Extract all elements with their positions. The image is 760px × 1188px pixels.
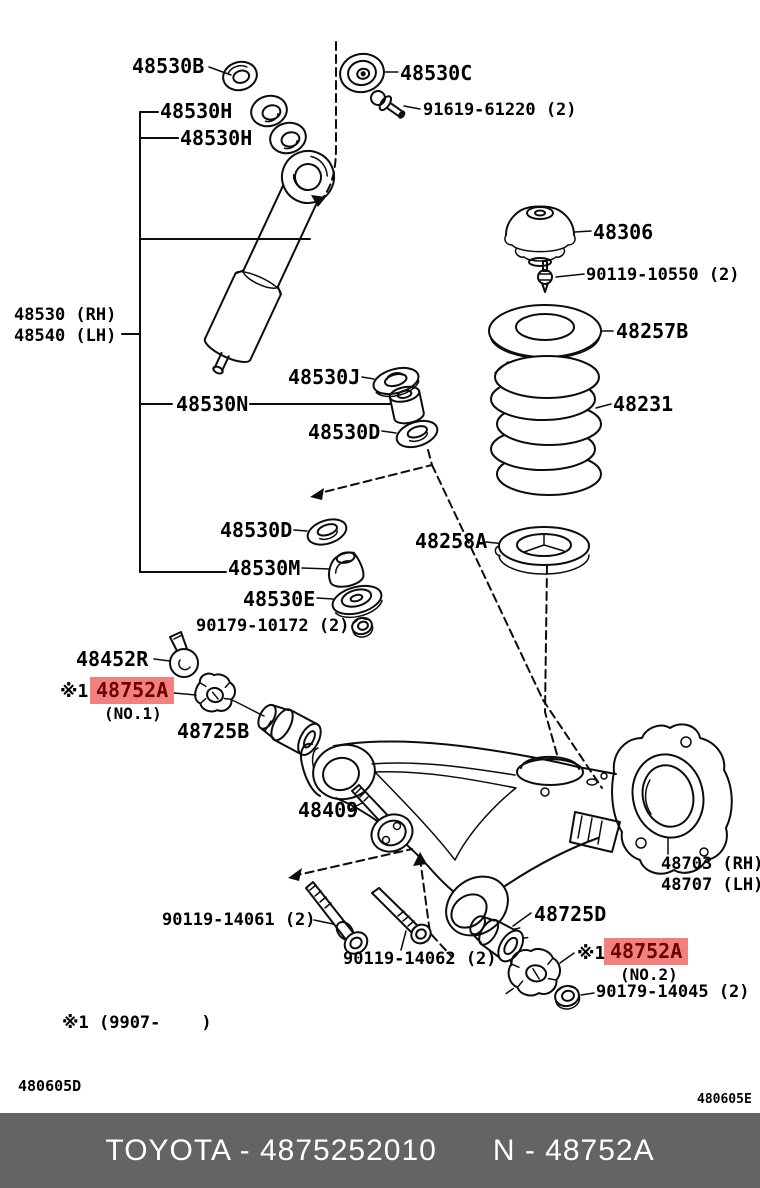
nut-90179-14045-drawing [554,984,581,1010]
part-label-48452r: 48452R [76,647,149,671]
washer-48530c-drawing [339,52,385,94]
part-label-48530j: 48530J [288,365,361,389]
footer-short-part-number: N - 48752A [492,1133,655,1167]
part-label-48703-48707-knuckle: 48703 (RH)48707 (LH) [661,854,760,896]
bushing-48725b-drawing [257,703,322,756]
bushing-48530h-upper-drawing [250,94,288,128]
part-label-48703-rh: 48703 (RH) [661,854,760,874]
bushing-48530n-drawing [388,385,425,425]
part-label-90179-14045: 90179-14045 (2) [596,982,750,1002]
part-label-48530e: 48530E [243,587,316,611]
cam-plate-48752a-no2-drawing [505,948,561,997]
part-label-48530h-lower: 48530H [180,126,253,150]
reference-mark-1: ※1 [60,681,89,702]
footer-bar: TOYOTA - 4875252010 N - 48752A [0,1113,760,1188]
washer-48530j-drawing [372,366,420,398]
part-label-48530d-upper: 48530D [308,420,381,444]
part-label-90119-14062: 90119-14062 (2) [343,949,497,969]
bolt-90119-14062-drawing [371,887,432,945]
drawing-code-bottom-left: 480605D [18,1077,82,1095]
part-label-48530-48540-assembly: 48530 (RH)48540 (LH) [14,305,116,347]
part-label-48540-lh: 48540 (LH) [14,326,117,346]
spring-seat-48258a-drawing [494,526,590,575]
part-label-48409: 48409 [298,798,359,822]
part-label-48231: 48231 [613,392,674,416]
highlighted-part-label-48752a-no1[interactable]: 48752A [90,677,175,704]
bolt-90119-14061-drawing [305,881,369,955]
part-label-48530n: 48530N [176,392,249,416]
reference-mark-2: ※1 [577,943,606,964]
part-label-90119-10550: 90119-10550 (2) [586,265,740,285]
part-label-48257b: 48257B [616,319,689,343]
part-label-48725b: 48725B [177,719,250,743]
part-label-48530m: 48530M [228,556,301,580]
part-label-90119-14061: 90119-14061 (2) [162,910,316,930]
support-48306-drawing [504,205,576,267]
part-label-48707-lh: 48707 (LH) [661,875,760,895]
bolt-90119-10550-drawing [537,260,553,293]
washer-48530d-lower-drawing [306,518,348,546]
part-label-48530d-lower: 48530D [220,518,293,542]
highlighted-part-label-48752a-no2[interactable]: 48752A [604,938,689,965]
knuckle-48703-drawing [611,723,733,875]
part-label-48725d: 48725D [534,902,607,926]
part-label-no1: (NO.1) [104,704,162,723]
cam-plate-48752a-no1-drawing [194,672,236,713]
dashed-guide-lines [288,41,603,958]
footnote-production-period: ※1 (9907- ) [62,1013,212,1033]
part-label-no2: (NO.2) [620,965,678,984]
bolt-48409-drawing [351,784,414,853]
coil-spring-48231-drawing [490,355,602,496]
part-label-91619-61220: 91619-61220 (2) [423,100,577,120]
part-label-48530c: 48530C [400,61,473,85]
part-label-48306: 48306 [593,220,654,244]
part-label-48258a: 48258A [415,529,488,553]
retainer-48530e-drawing [331,584,383,619]
part-label-48530h-upper: 48530H [160,99,233,123]
bushing-48530h-lower-drawing [269,121,307,155]
suspension-parts-diagram [121,41,733,1010]
washer-48530d-upper-drawing [395,419,439,449]
cushion-48530m-drawing [327,551,365,588]
part-label-48530-rh: 48530 (RH) [14,305,117,325]
bushing-48530b-drawing [222,60,258,92]
assembly-bracket-lines [121,111,392,573]
bolt-91619-drawing [370,90,406,119]
part-label-48530b: 48530B [132,54,205,78]
drawing-code-bottom-right: 480605E [697,1092,752,1107]
shock-absorber-drawing [203,150,335,375]
leader-lines [153,66,669,996]
cam-bolt-48452r-drawing [169,631,199,678]
part-label-90179-10172: 90179-10172 (2) [196,616,350,636]
footer-brand-part-number: TOYOTA - 4875252010 [105,1133,437,1167]
nut-90179-10172-drawing [351,616,374,638]
